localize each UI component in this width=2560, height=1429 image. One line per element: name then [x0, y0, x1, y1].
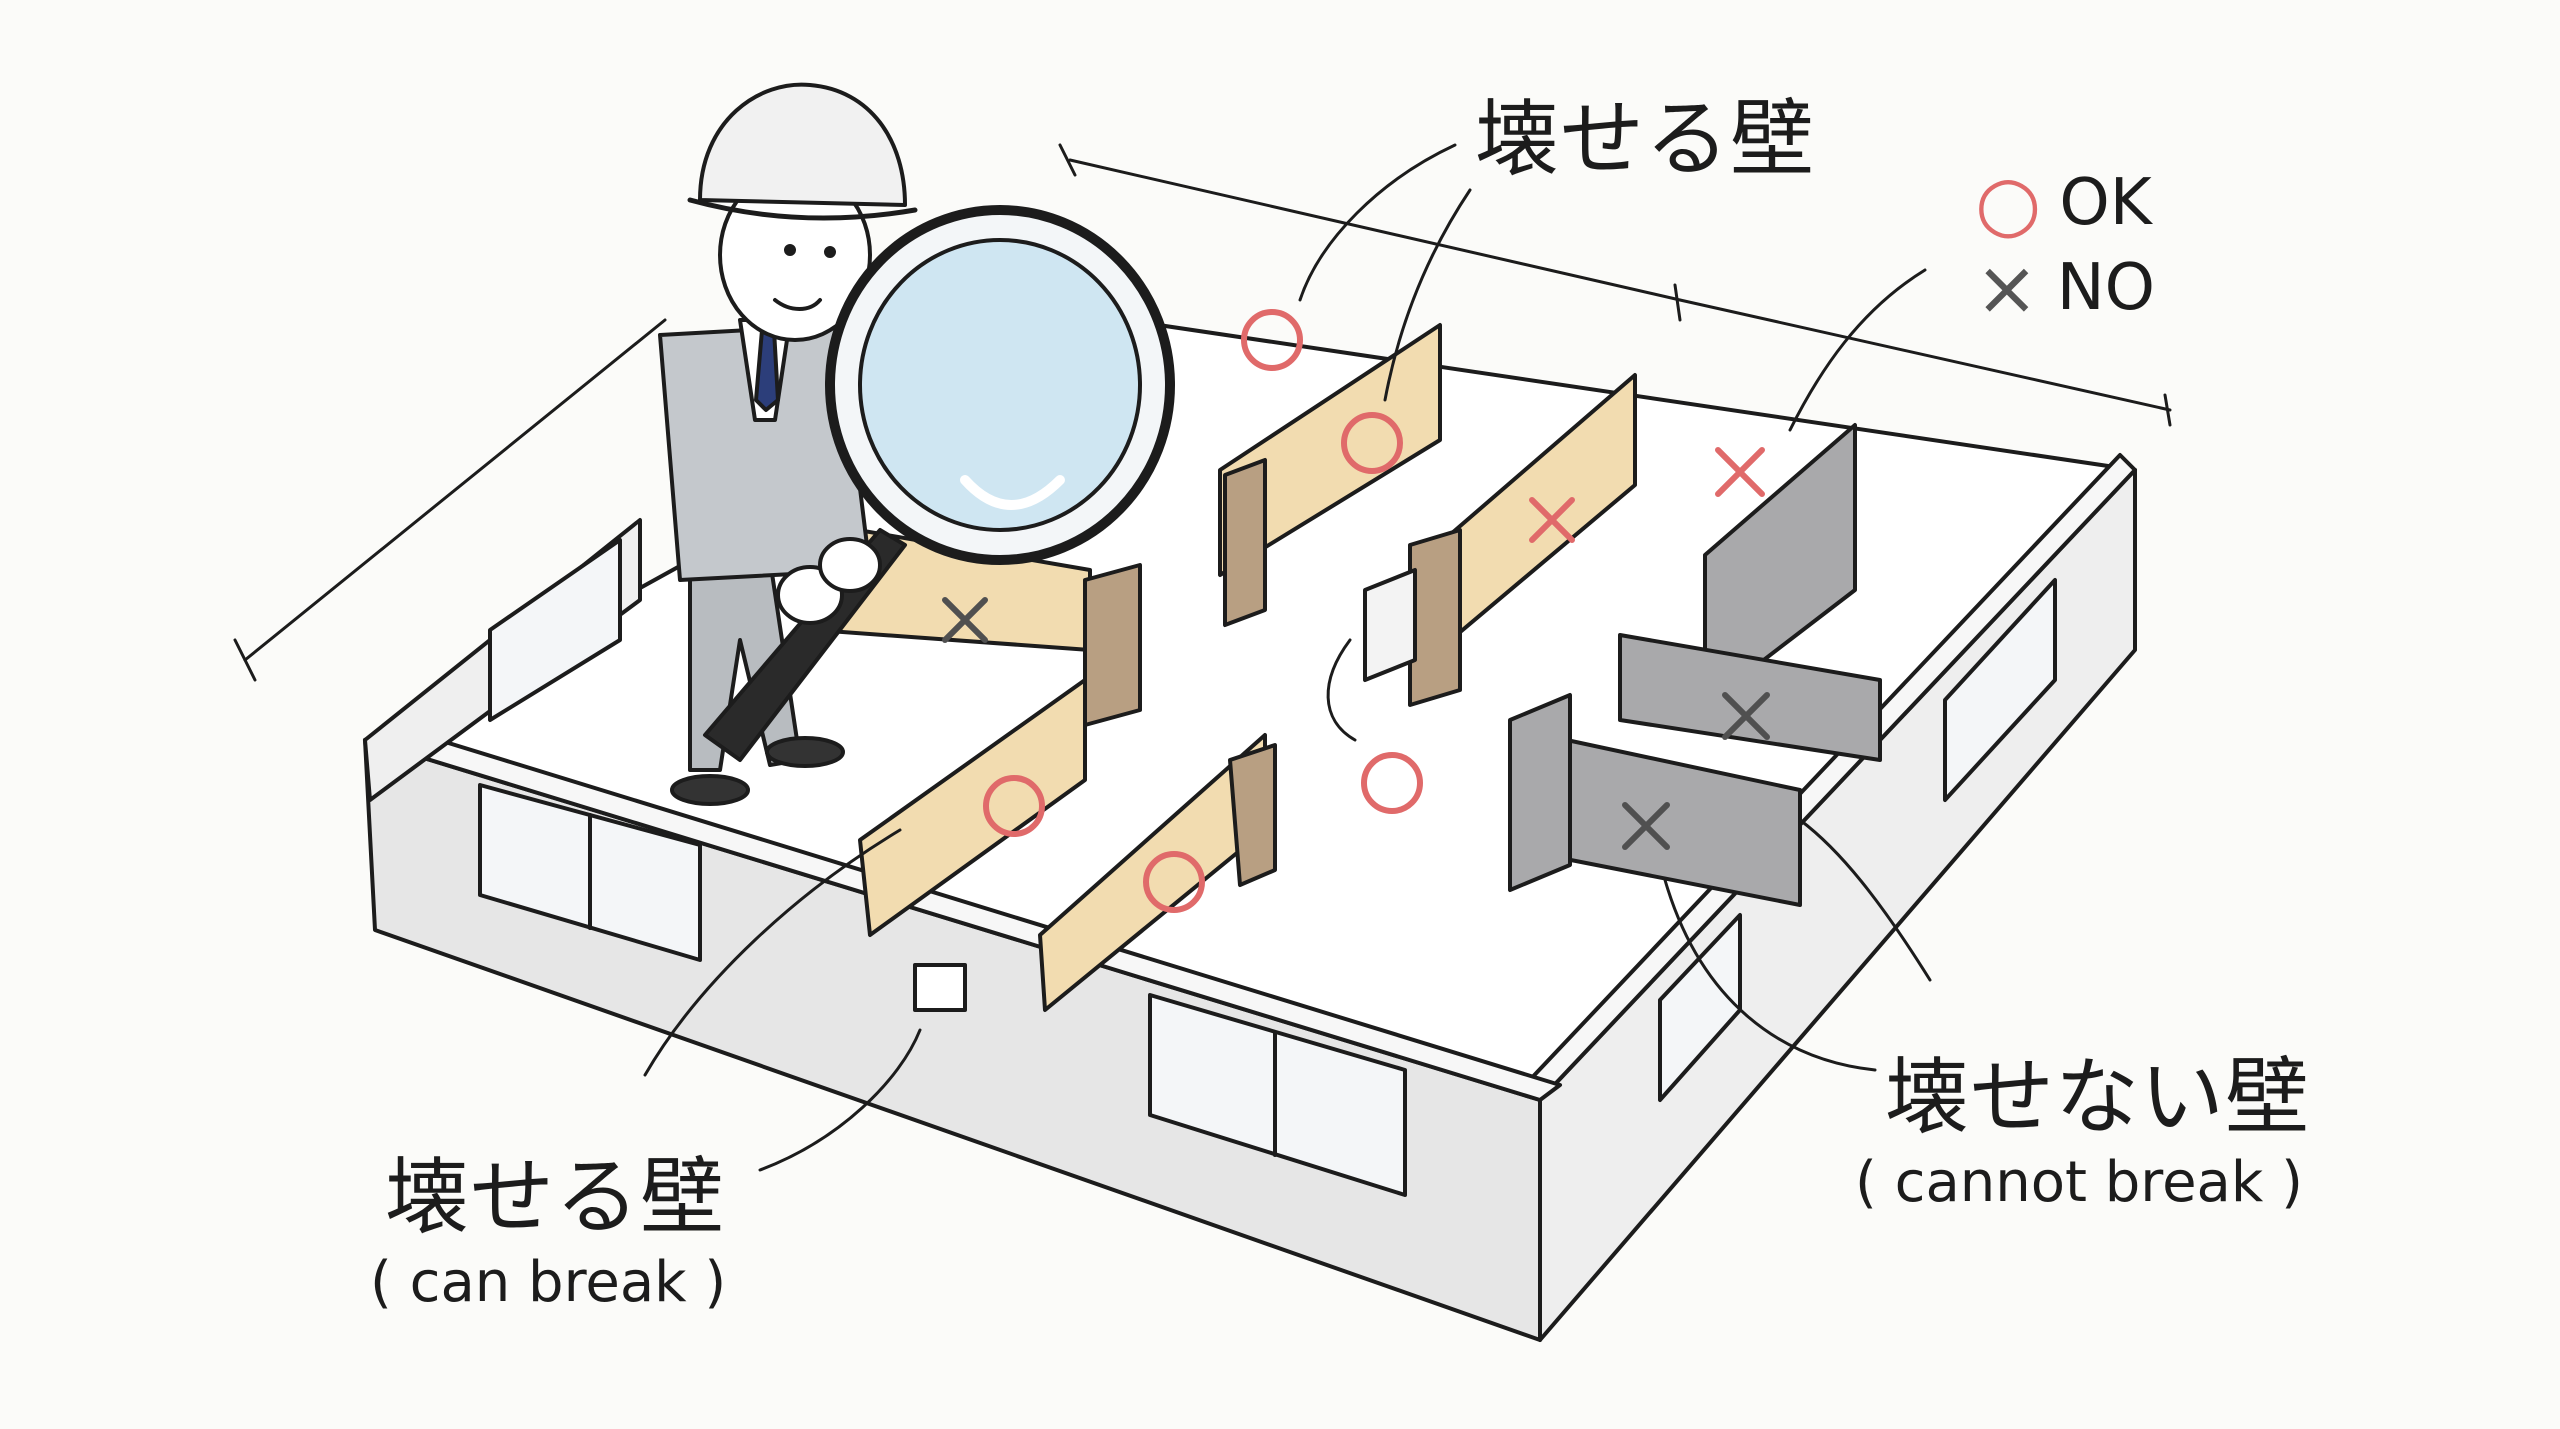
label-breakable-bottom: 壊せる壁	[385, 1148, 726, 1246]
vent	[913, 963, 967, 1012]
no-marks-dark	[942, 597, 1770, 850]
legend-no-label: NO	[2056, 251, 2155, 325]
window-right-wall	[1658, 578, 2057, 1102]
breakable-wall-c	[858, 678, 1087, 937]
label-breakable-top: 壊せる壁	[1475, 90, 1816, 188]
ok-symbol-icon: ○	[1975, 158, 2042, 247]
ok-marks	[983, 309, 1423, 913]
legend-no: × NO	[1975, 250, 2155, 326]
label-breakable-bottom-en: ( can break )	[370, 1250, 727, 1315]
breakable-walls	[798, 323, 1637, 1012]
structural-wall-d	[1508, 693, 1572, 892]
posts	[1083, 458, 1462, 887]
breakable-wall-a	[1218, 323, 1442, 577]
label-unbreakable: 壊せない壁	[1885, 1048, 2311, 1146]
inspector-figure	[658, 82, 1175, 806]
window-front-right	[1148, 993, 1407, 1197]
structural-walls	[1508, 423, 1882, 907]
no-marks-red	[1529, 447, 1765, 543]
legend-ok-label: OK	[2059, 166, 2152, 240]
dimension-lines	[233, 143, 2172, 682]
window-left-wall	[488, 538, 622, 722]
leader-lines	[643, 143, 1932, 1172]
floor-block	[1363, 568, 1417, 682]
label-unbreakable-en: ( cannot break )	[1855, 1150, 2303, 1215]
no-symbol-icon: ×	[1975, 243, 2039, 332]
structural-wall-b	[1618, 633, 1882, 762]
legend-ok: ○ OK	[1975, 165, 2152, 241]
window-front-left	[478, 783, 702, 962]
